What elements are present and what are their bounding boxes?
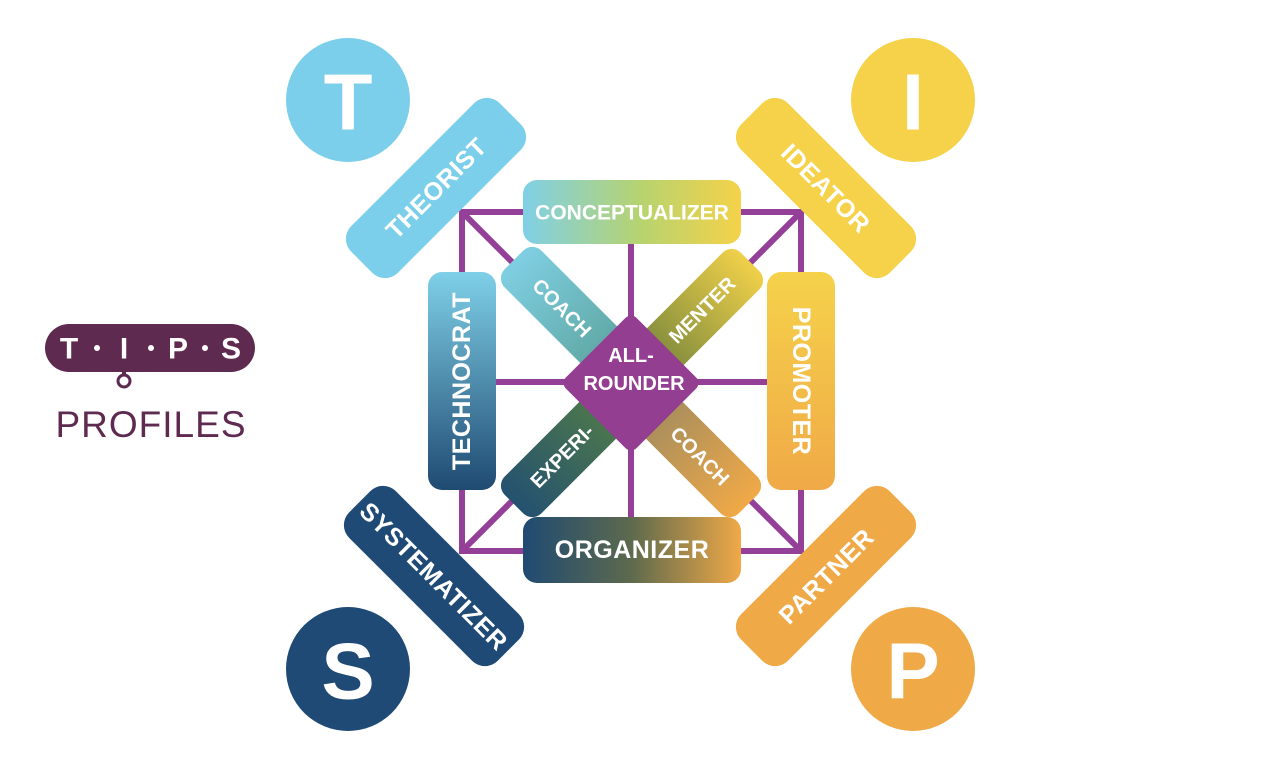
logo-letter-t: T (60, 333, 78, 366)
pill-technocrat: TECHNOCRAT (428, 272, 496, 490)
corner-i: I (851, 38, 975, 162)
corner-s-circle (286, 607, 410, 731)
logo-letter-p: P (168, 333, 188, 366)
corner-i-circle (851, 38, 975, 162)
logo-subtitle: PROFILES (55, 404, 247, 445)
center-allrounder: ALL- ROUNDER (563, 315, 699, 451)
promoter-label: PROMOTER (787, 307, 815, 455)
logo-circle-i (100, 324, 148, 372)
corner-t: T (286, 38, 410, 162)
technocrat-label: TECHNOCRAT (448, 292, 476, 470)
corner-t-circle (286, 38, 410, 162)
allrounder-diamond (563, 315, 699, 451)
logo-letter-i: I (120, 333, 128, 366)
tips-logo: T I P S (45, 324, 255, 389)
corner-p: P (851, 607, 975, 731)
logo-i-loop-icon (116, 373, 132, 389)
corner-t-letter: T (324, 58, 373, 147)
logo-letter-s: S (221, 333, 241, 366)
corner-s-letter: S (321, 627, 374, 716)
conceptualizer-label: CONCEPTUALIZER (535, 202, 729, 225)
allrounder-line1: ALL- (608, 345, 654, 367)
allrounder-line2: ROUNDER (583, 373, 685, 395)
corner-s: S (286, 607, 410, 731)
pill-organizer: ORGANIZER (523, 517, 741, 583)
pill-promoter: PROMOTER (767, 272, 835, 490)
organizer-label: ORGANIZER (555, 536, 710, 564)
corner-i-letter: I (902, 58, 924, 147)
corner-p-circle (851, 607, 975, 731)
pill-conceptualizer: CONCEPTUALIZER (523, 180, 741, 244)
corner-p-letter: P (886, 627, 939, 716)
